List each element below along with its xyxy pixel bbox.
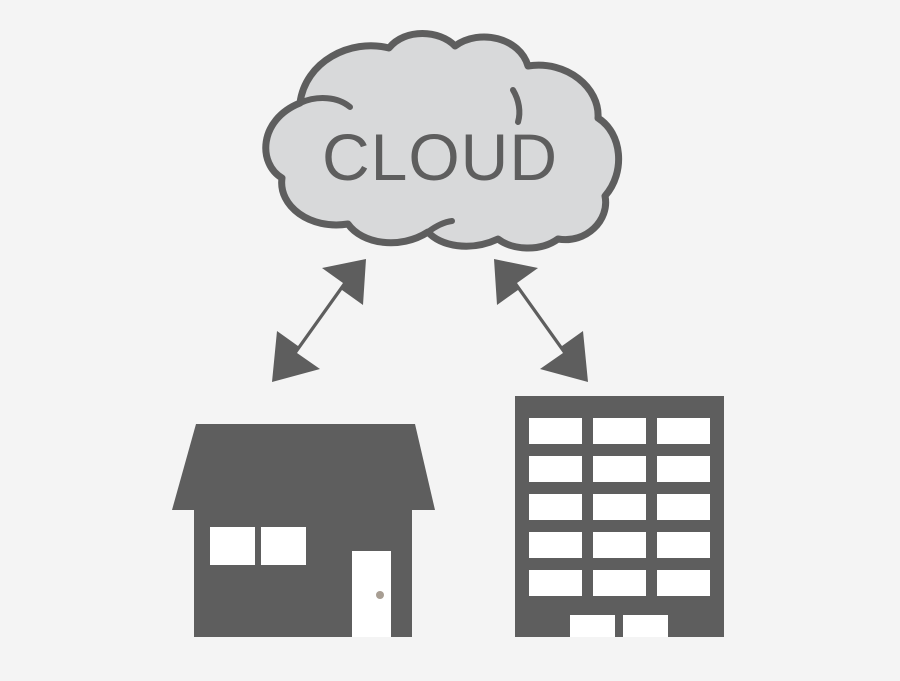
house-window-left bbox=[210, 527, 255, 565]
office-window bbox=[529, 418, 582, 444]
double-arrow-cloud-office bbox=[494, 259, 588, 382]
office-window bbox=[657, 418, 710, 444]
cloud-inner-stroke-left bbox=[297, 95, 353, 110]
cloud-inner-stroke-right bbox=[510, 87, 523, 125]
cloud-label: CLOUD bbox=[322, 120, 558, 194]
office-window bbox=[657, 570, 710, 596]
house-shape bbox=[172, 424, 435, 637]
office-window bbox=[657, 532, 710, 558]
office-window bbox=[593, 570, 646, 596]
office-entrance-door-right bbox=[623, 615, 668, 637]
office-window bbox=[529, 456, 582, 482]
cloud-outline bbox=[262, 30, 623, 252]
arrow-left-body bbox=[272, 259, 366, 382]
house-door bbox=[352, 551, 391, 637]
house-window-right bbox=[261, 527, 306, 565]
cloud-shape: CLOUD bbox=[262, 30, 623, 252]
office-window bbox=[657, 456, 710, 482]
house-roof bbox=[172, 424, 435, 510]
arrow-right-body bbox=[494, 259, 588, 382]
office-window bbox=[529, 570, 582, 596]
cloud-inner-stroke-bottom bbox=[425, 218, 455, 235]
office-window bbox=[593, 532, 646, 558]
office-building-shape bbox=[515, 396, 724, 637]
office-window bbox=[657, 494, 710, 520]
house-door-knob bbox=[376, 591, 384, 599]
office-window bbox=[529, 494, 582, 520]
double-arrow-cloud-house bbox=[272, 259, 366, 382]
office-window bbox=[593, 494, 646, 520]
office-window bbox=[593, 418, 646, 444]
office-entrance-door-left bbox=[570, 615, 615, 637]
office-window bbox=[593, 456, 646, 482]
office-window bbox=[529, 532, 582, 558]
